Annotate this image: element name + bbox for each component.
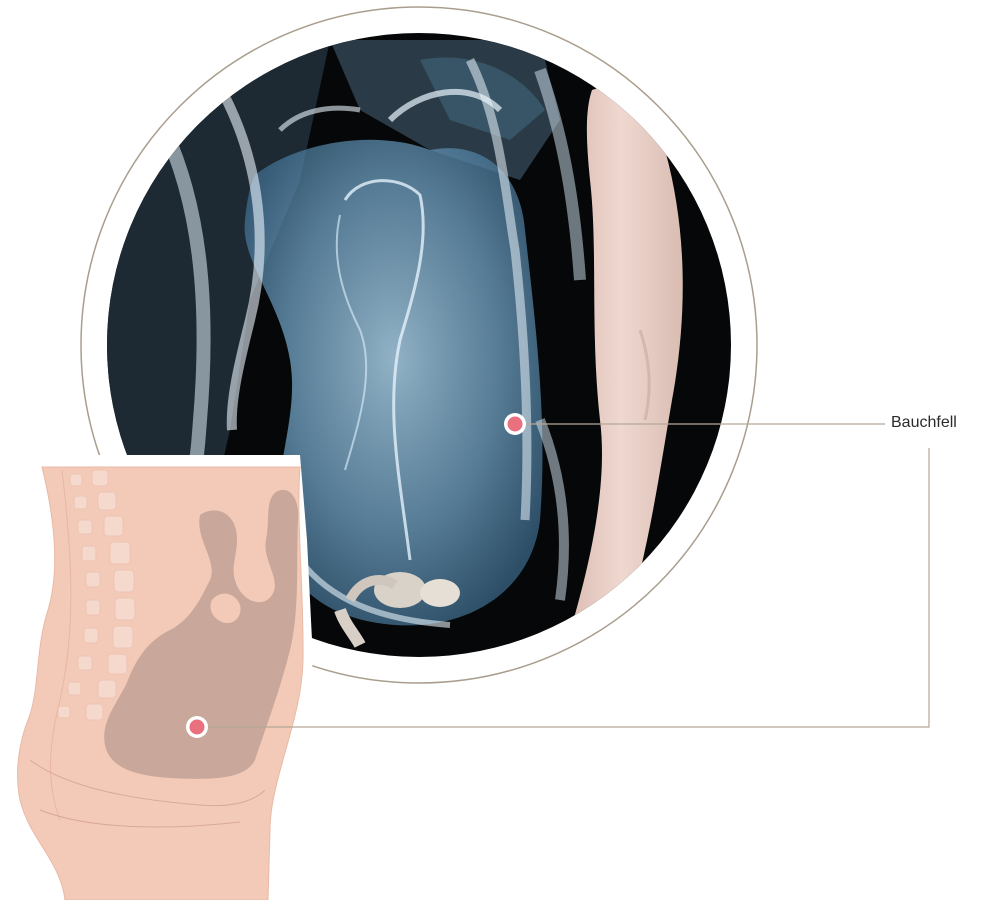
label-bauchfell: Bauchfell <box>891 411 957 435</box>
body-silhouette <box>0 455 315 900</box>
callout-marker-icon <box>186 716 208 738</box>
callout-marker-icon <box>504 413 526 435</box>
